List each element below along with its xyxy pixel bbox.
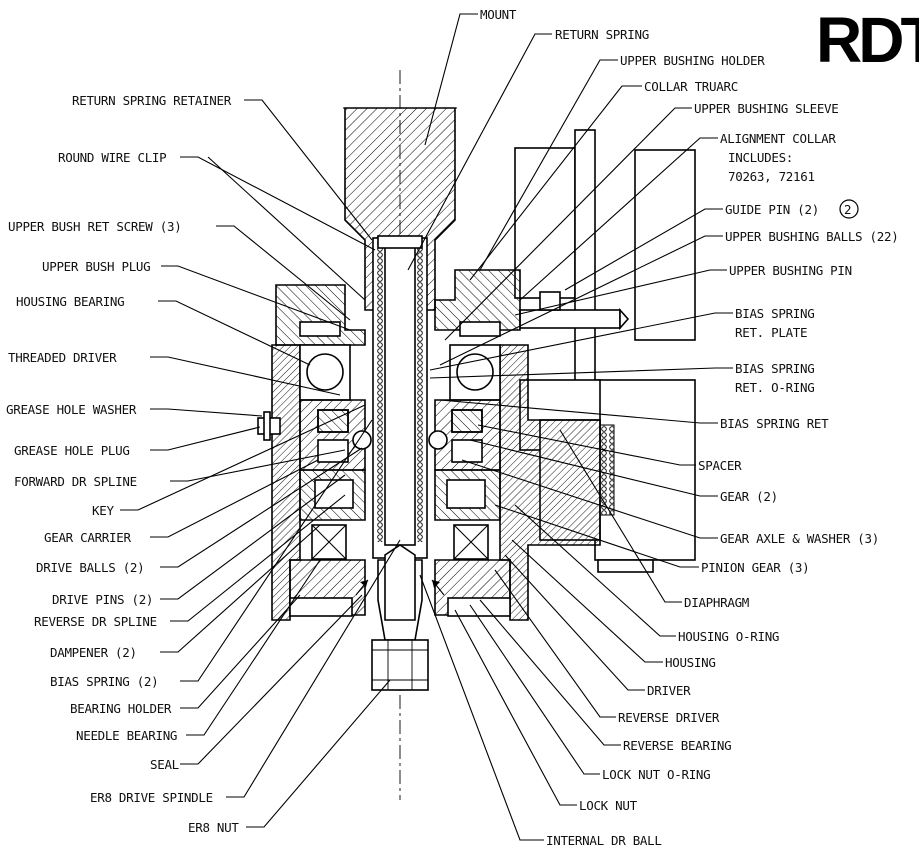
leader-lines: [120, 13, 733, 841]
label-spacer: SPACER: [698, 458, 742, 473]
label-bearing-holder: BEARING HOLDER: [70, 701, 172, 716]
label-drive-pins: DRIVE PINS (2): [52, 592, 153, 607]
label-er8-nut: ER8 NUT: [188, 820, 239, 835]
label-forward-dr-spline: FORWARD DR SPLINE: [14, 474, 137, 489]
label-alignment-collar: ALIGNMENT COLLAR: [720, 131, 836, 146]
label-housing-oring: HOUSING O-RING: [678, 629, 779, 644]
drive-ball-left: [352, 430, 372, 450]
label-bias-spring-ret-oring-2: RET. O-RING: [735, 380, 814, 395]
label-er8-drive-spindle: ER8 DRIVE SPINDLE: [90, 790, 213, 805]
label-collar-truarc: COLLAR TRUARC: [644, 79, 738, 94]
label-reverse-dr-spline: REVERSE DR SPLINE: [34, 614, 157, 629]
label-upper-bush-ret-screw: UPPER BUSH RET SCREW (3): [8, 219, 181, 234]
label-upper-bushing-sleeve: UPPER BUSHING SLEEVE: [694, 101, 839, 116]
label-bias-spring: BIAS SPRING (2): [50, 674, 158, 689]
label-dampener: DAMPENER (2): [50, 645, 137, 660]
label-key: KEY: [92, 503, 114, 518]
label-drive-balls: DRIVE BALLS (2): [36, 560, 144, 575]
label-grease-hole-plug: GREASE HOLE PLUG: [14, 443, 130, 458]
label-diaphragm: DIAPHRAGM: [684, 595, 749, 610]
housing-bearing-ball-right: [456, 353, 494, 391]
housing-bearing-ball-left: [306, 353, 344, 391]
label-return-spring-retainer: RETURN SPRING RETAINER: [72, 93, 232, 108]
label-threaded-driver: THREADED DRIVER: [8, 350, 117, 365]
cross-section-drawing: [257, 70, 696, 800]
labels-left: RETURN SPRING RETAINER ROUND WIRE CLIP U…: [6, 93, 240, 835]
guide-pin-circle-badge: [839, 199, 859, 219]
label-bias-spring-ret-oring-1: BIAS SPRING: [735, 361, 814, 376]
drive-ball-right: [428, 430, 448, 450]
label-internal-dr-ball: INTERNAL DR BALL: [546, 833, 662, 848]
label-guide-pin: GUIDE PIN (2): [725, 202, 819, 217]
er8-nut: [371, 639, 429, 691]
label-driver: DRIVER: [647, 683, 691, 698]
label-alignment-collar-includes: INCLUDES:: [728, 150, 793, 165]
label-bias-spring-ret-plate-1: BIAS SPRING: [735, 306, 814, 321]
label-bias-spring-ret-plate-2: RET. PLATE: [735, 325, 807, 340]
upper-bushing-holder-right: [434, 269, 521, 331]
label-gear: GEAR (2): [720, 489, 778, 504]
label-needle-bearing: NEEDLE BEARING: [76, 728, 177, 743]
label-round-wire-clip: ROUND WIRE CLIP: [58, 150, 166, 165]
label-reverse-driver: REVERSE DRIVER: [618, 710, 720, 725]
alignment-collar: [514, 147, 576, 299]
label-seal: SEAL: [150, 757, 179, 772]
label-housing: HOUSING: [665, 655, 716, 670]
label-lock-nut-oring: LOCK NUT O-RING: [602, 767, 710, 782]
label-upper-bush-plug: UPPER BUSH PLUG: [42, 259, 150, 274]
label-pinion-gear: PINION GEAR (3): [701, 560, 809, 575]
label-grease-hole-washer: GREASE HOLE WASHER: [6, 402, 137, 417]
label-reverse-bearing: REVERSE BEARING: [623, 738, 731, 753]
brand-logo: RDT: [816, 4, 919, 76]
label-housing-bearing: HOUSING BEARING: [16, 294, 124, 309]
label-alignment-collar-parts: 70263, 72161: [728, 169, 815, 184]
label-return-spring: RETURN SPRING: [555, 27, 649, 42]
labels-right: MOUNT RETURN SPRING UPPER BUSHING HOLDER…: [480, 7, 899, 848]
label-bias-spring-ret: BIAS SPRING RET: [720, 416, 829, 431]
label-guide-pin-circle: 2: [844, 202, 851, 217]
label-upper-bushing-pin: UPPER BUSHING PIN: [729, 263, 852, 278]
label-upper-bushing-balls: UPPER BUSHING BALLS (22): [725, 229, 898, 244]
label-gear-carrier: GEAR CARRIER: [44, 530, 131, 545]
label-mount: MOUNT: [480, 7, 517, 22]
label-lock-nut: LOCK NUT: [579, 798, 638, 813]
label-gear-axle-washer: GEAR AXLE & WASHER (3): [720, 531, 879, 546]
label-upper-bushing-holder: UPPER BUSHING HOLDER: [620, 53, 765, 68]
drive-spindle-shaft: [384, 244, 416, 546]
